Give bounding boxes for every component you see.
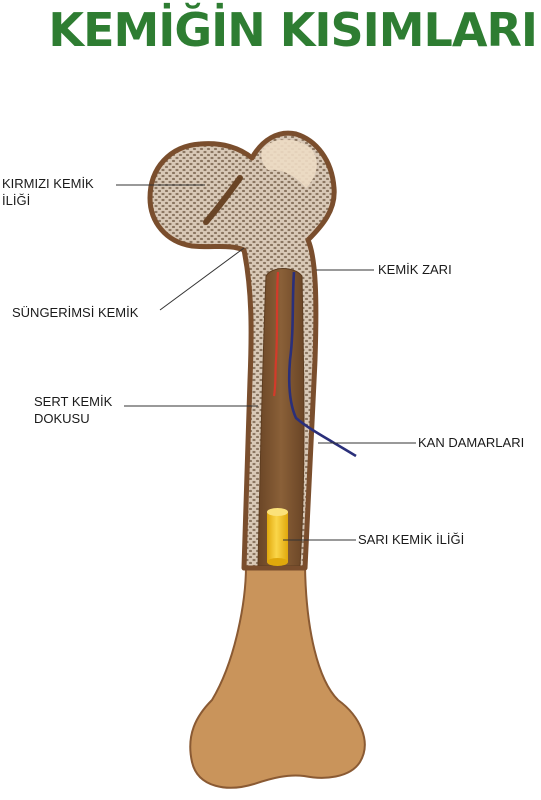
label-yellow-marrow: SARI KEMİK İLİĞİ (358, 532, 465, 547)
growth-line (203, 175, 243, 225)
page-title: KEMİĞİN KISIMLARI (48, 3, 538, 57)
yellow-marrow (267, 508, 288, 566)
label-spongy-bone: SÜNGERİMSİ KEMİK (12, 305, 139, 320)
leader-spongy-bone (159, 247, 245, 311)
red-blood-vessel (272, 271, 280, 397)
cartilage-cap (261, 139, 317, 188)
leader-lines (116, 184, 416, 541)
bone-upper-section (147, 130, 337, 571)
label-blood-vessels: KAN DAMARLARI (418, 435, 525, 450)
label-compact-bone: SERT KEMİK DOKUSU (34, 394, 113, 426)
bone-lower-end (189, 565, 366, 789)
blue-blood-vessel (287, 271, 357, 458)
label-periosteum: KEMİK ZARI (378, 262, 452, 277)
label-red-marrow: KIRMIZI KEMİK İLİĞİ (2, 176, 94, 208)
